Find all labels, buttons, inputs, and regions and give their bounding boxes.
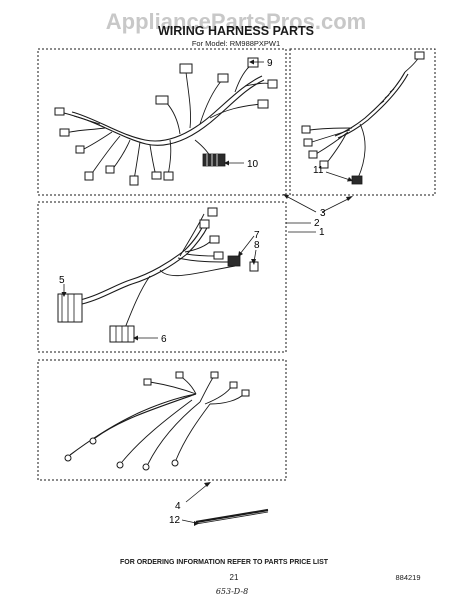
ordering-note: FOR ORDERING INFORMATION REFER TO PARTS …: [120, 559, 329, 566]
document-code: 884219: [395, 573, 420, 582]
probe-part: [195, 508, 269, 525]
callout-11: 11: [313, 165, 324, 176]
page-title: WIRING HARNESS PARTS: [158, 24, 314, 38]
callout-12: 12: [169, 515, 181, 526]
callout-5: 5: [59, 275, 65, 286]
callout-6: 6: [161, 334, 167, 345]
lead-harness-drawing: [64, 371, 250, 471]
callout-1: 1: [319, 227, 325, 238]
callout-2: 2: [314, 218, 320, 229]
page-number: 21: [230, 573, 239, 582]
frame-control-harness: [37, 201, 287, 353]
control-harness-drawing: [57, 207, 259, 343]
callout-10: 10: [247, 159, 259, 170]
handwritten-note: 653-D-8: [216, 587, 248, 596]
model-subtitle: For Model: RM988PXPW1: [192, 39, 280, 48]
callout-3: 3: [320, 208, 326, 219]
side-harness-drawing: [301, 51, 425, 185]
callout-4: 4: [175, 501, 181, 512]
callout-9: 9: [267, 58, 273, 69]
main-harness-drawing: [54, 57, 278, 186]
callout-7: 7: [254, 230, 260, 241]
frame-lead-harness: [37, 359, 287, 481]
watermark: AppliancePartsPros.com: [106, 9, 366, 34]
frame-main-harness: [37, 48, 287, 196]
frame-side-harness: [289, 48, 436, 196]
callout-8: 8: [254, 240, 260, 251]
